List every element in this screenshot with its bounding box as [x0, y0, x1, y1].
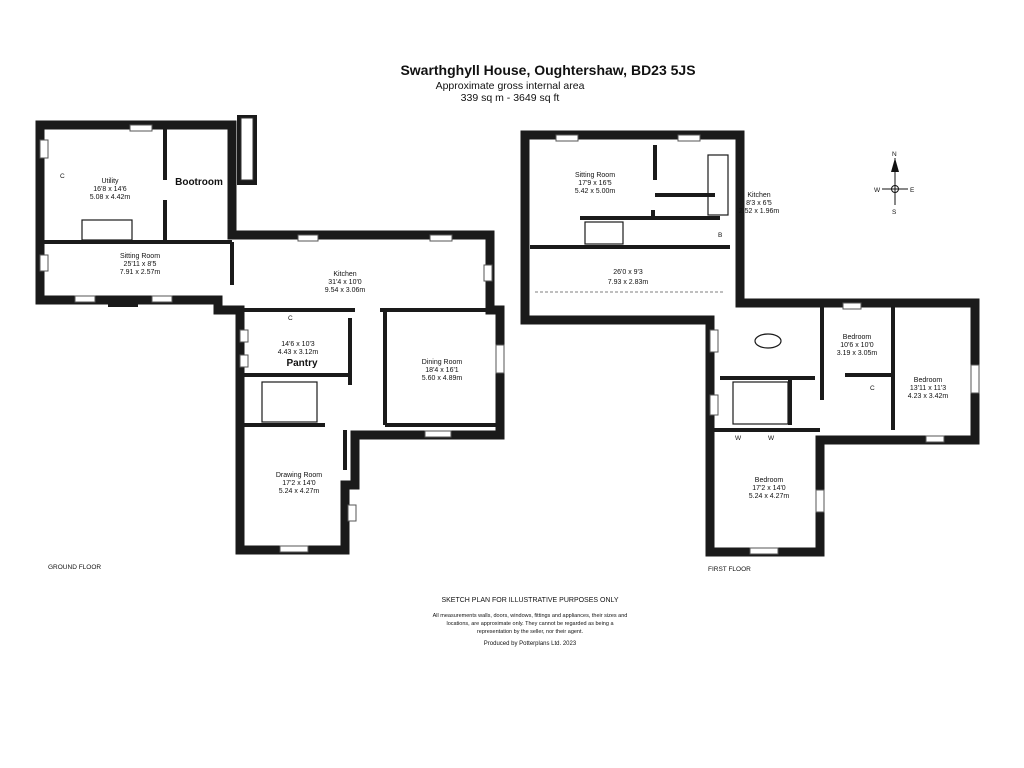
boiler-marker: B: [718, 232, 722, 239]
room-name: Kitchen: [747, 192, 770, 199]
utility-staircase: [81, 219, 133, 241]
area-label: Approximate gross internal area: [435, 80, 585, 92]
room-metric: 3.19 x 3.05m: [837, 350, 878, 357]
ground-staircase: [261, 381, 318, 423]
compass-s: S: [892, 209, 897, 216]
disclaimer-line: representation by the seller, nor their …: [476, 629, 584, 635]
room-name: Drawing Room: [276, 472, 322, 479]
first-floor-plan: Sitting Room 17'9 x 16'5 5.42 x 5.00m Ki…: [520, 130, 980, 573]
bath-icon: [754, 333, 782, 349]
compass-n: N: [892, 151, 897, 158]
room-metric: 5.60 x 4.89m: [422, 375, 463, 382]
disclaimer-heading: SKETCH PLAN FOR ILLUSTRATIVE PURPOSES ON…: [441, 597, 619, 604]
room-metric: 7.91 x 2.57m: [120, 269, 161, 276]
first-floor-staircase: [732, 381, 789, 425]
room-name: Bedroom: [914, 377, 943, 384]
room-name: Pantry: [286, 358, 318, 369]
compass-w: W: [874, 187, 881, 194]
room-imperial: 26'0 x 9'3: [613, 269, 643, 276]
room-imperial: 13'11 x 11'3: [910, 385, 946, 392]
room-metric: 9.54 x 3.06m: [325, 287, 366, 294]
producer-credit: Produced by Potterplans Ltd. 2023: [483, 641, 577, 647]
attic-staircase: [584, 221, 624, 245]
disclaimer-line: locations, are approximate only. They ca…: [446, 621, 614, 627]
room-metric: 4.43 x 3.12m: [278, 349, 319, 356]
room-name: Sitting Room: [575, 172, 615, 179]
room-imperial: 10'6 x 10'0: [840, 342, 874, 349]
room-name: Utility: [101, 178, 119, 185]
room-name: Dining Room: [422, 359, 463, 366]
cupboard-marker: C: [288, 315, 293, 322]
room-name: Bootroom: [175, 177, 223, 188]
room-metric: 7.93 x 2.83m: [608, 279, 649, 286]
room-imperial: 14'6 x 10'3: [281, 341, 315, 348]
disclaimer-line: All measurements walls, doors, windows, …: [432, 613, 628, 619]
compass-icon: N S W E: [874, 151, 915, 216]
room-name: Kitchen: [333, 271, 356, 278]
room-imperial: 16'8 x 14'6: [93, 186, 127, 193]
room-imperial: 8'3 x 6'5: [746, 200, 772, 207]
kitchen-staircase: [707, 154, 729, 216]
ground-floor-label: GROUND FLOOR: [48, 564, 101, 571]
wardrobe-marker: W: [735, 435, 742, 442]
plan-title: Swarthghyll House, Oughtershaw, BD23 5JS: [400, 62, 696, 78]
room-metric: 5.08 x 4.42m: [90, 194, 131, 201]
cupboard-marker: C: [60, 173, 65, 180]
compass-e: E: [910, 187, 915, 194]
room-imperial: 17'2 x 14'0: [752, 485, 786, 492]
room-name: Bedroom: [843, 334, 872, 341]
room-metric: 2.52 x 1.96m: [739, 208, 780, 215]
room-imperial: 18'4 x 16'1: [425, 367, 459, 374]
room-metric: 4.23 x 3.42m: [908, 393, 949, 400]
wardrobe-marker: W: [768, 435, 775, 442]
first-floor-label: FIRST FLOOR: [708, 566, 751, 573]
first-floor-outer-wall: [520, 130, 980, 557]
room-imperial: 17'2 x 14'0: [282, 480, 316, 487]
room-name: Sitting Room: [120, 253, 160, 260]
cupboard-marker: C: [870, 385, 875, 392]
external-stair-treads: [240, 117, 254, 181]
room-name: Bedroom: [755, 477, 784, 484]
room-imperial: 17'9 x 16'5: [578, 180, 612, 187]
room-metric: 5.24 x 4.27m: [749, 493, 790, 500]
room-metric: 5.42 x 5.00m: [575, 188, 616, 195]
room-imperial: 31'4 x 10'0: [328, 279, 362, 286]
ground-floor-outer-wall: [35, 120, 505, 555]
ground-floor-plan: Utility 16'8 x 14'6 5.08 x 4.42m C Bootr…: [35, 115, 505, 571]
room-metric: 5.24 x 4.27m: [279, 488, 320, 495]
chimney-breast: [108, 297, 138, 307]
area-value: 339 sq m - 3649 sq ft: [460, 92, 560, 104]
room-imperial: 25'11 x 8'5: [124, 261, 157, 268]
